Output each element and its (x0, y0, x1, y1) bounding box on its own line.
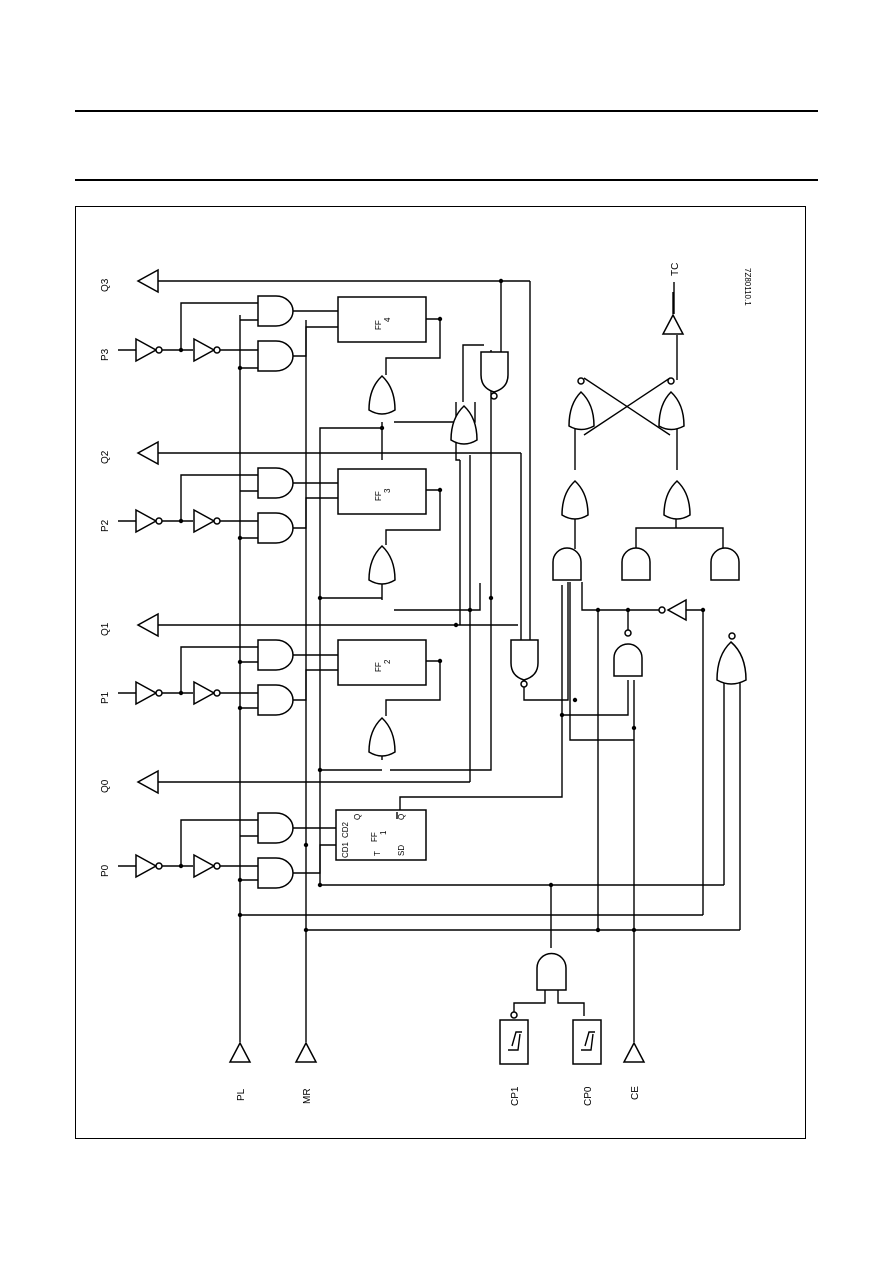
label-pl: PL (236, 1088, 247, 1101)
nor-gates (480, 351, 539, 688)
input-buffers-bottom (229, 952, 645, 1065)
label-q1: Q1 (100, 622, 111, 636)
label-mr: MR (302, 1088, 313, 1104)
ff1-block (335, 809, 427, 861)
ff1-qbar: Q (397, 814, 406, 820)
ff1-q: Q (353, 814, 362, 820)
ff1-t: T (373, 851, 382, 856)
label-p1: P1 (100, 691, 111, 704)
ff2-label-1: FF (374, 662, 383, 672)
ff3-block (337, 468, 427, 515)
ff3-label-1: FF (374, 491, 383, 501)
figure-reference: 7Z80110.1 (743, 268, 752, 306)
schmitt-cp1 (499, 1019, 529, 1065)
tc-logic (552, 292, 747, 685)
header-rule-bottom (75, 179, 818, 181)
logic-diagram-frame (75, 206, 806, 1139)
ff4-block (337, 296, 427, 343)
junction-dots (178, 278, 706, 933)
ff2-label-2: 2 (383, 659, 392, 664)
label-q3: Q3 (100, 278, 111, 292)
ff2-block (337, 639, 427, 686)
label-cp0: CP0 (583, 1086, 594, 1106)
label-ce: CE (630, 1086, 641, 1100)
ff1-cd1: CD1 (341, 841, 350, 858)
header-rule-top (75, 110, 818, 112)
label-q0: Q0 (100, 779, 111, 793)
or-gates-t-inputs (368, 375, 478, 757)
label-tc: TC (670, 263, 681, 276)
label-p0: P0 (100, 864, 111, 877)
ff1-ff: FF (370, 832, 379, 842)
label-q2: Q2 (100, 450, 111, 464)
input-inverters (135, 338, 221, 878)
and-gates-left (257, 295, 294, 889)
label-p3: P3 (100, 348, 111, 361)
ff4-label-2: 4 (383, 317, 392, 322)
ff1-sd: SD (397, 845, 406, 856)
label-cp1: CP1 (510, 1086, 521, 1106)
flip-flops (335, 296, 427, 861)
ff1-cd2: CD2 (341, 821, 350, 838)
schmitt-cp0 (572, 1019, 602, 1065)
ff4-label-1: FF (374, 320, 383, 330)
wiring (118, 280, 741, 1042)
label-p2: P2 (100, 519, 111, 532)
ff3-label-2: 3 (383, 488, 392, 493)
ff1-num: 1 (379, 830, 388, 835)
